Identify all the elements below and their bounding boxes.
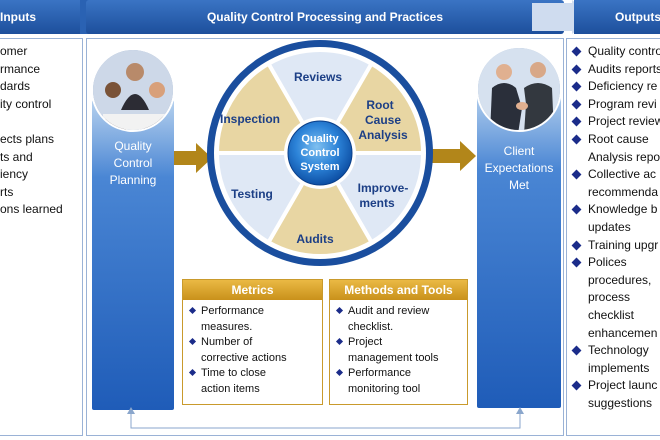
- output-item: Quality contro: [570, 43, 660, 61]
- input-item: iency: [0, 167, 29, 182]
- output-item-cont: implements: [588, 360, 650, 375]
- quality-control-planning-bar: Quality Control Planning: [92, 100, 174, 410]
- output-item: Knowledge b: [570, 201, 660, 219]
- output-item-cont: recommenda: [588, 184, 659, 199]
- output-item: Program revi: [570, 96, 660, 114]
- method-item: Project: [336, 335, 439, 351]
- metric-item-cont: measures.: [201, 320, 253, 333]
- output-item: Deficiency re: [570, 78, 660, 96]
- input-item: dards: [0, 79, 31, 94]
- outputs-header: [574, 0, 660, 34]
- output-item-cont: suggestions: [588, 395, 653, 410]
- input-item: [0, 113, 63, 131]
- inputs-list: omer rmance dards ity control ects plans…: [0, 43, 63, 219]
- expectations-line: Expectations: [484, 161, 554, 175]
- input-item: ects plans: [0, 131, 55, 146]
- metrics-list: Performance measures. Number of correcti…: [189, 304, 287, 397]
- output-item-cont: procedures,: [588, 272, 652, 287]
- handshake-icon: [478, 48, 560, 130]
- inputs-header-label: Inputs: [0, 10, 36, 24]
- output-item-cont: Analysis repo: [588, 149, 660, 164]
- metrics-box: Metrics Performance measures. Number of …: [182, 279, 323, 405]
- hub-line: Control: [300, 147, 339, 159]
- outputs-header-label: Outputs: [615, 10, 660, 24]
- output-item: Audits reports: [570, 61, 660, 79]
- metric-item-cont: action items: [201, 382, 260, 395]
- output-item-cont: enhancemen: [588, 325, 658, 340]
- segment-rca-label: Analysis: [358, 128, 408, 142]
- planning-line: Control: [113, 156, 153, 170]
- method-item-cont: monitoring tool: [348, 382, 421, 395]
- input-item: ity control: [0, 96, 52, 111]
- metric-item-cont: corrective actions: [201, 351, 287, 364]
- client-expectations-bar: Client Expectations Met: [477, 90, 561, 408]
- methods-title: Methods and Tools: [330, 280, 467, 300]
- segment-reviews-label: Reviews: [294, 70, 342, 84]
- arrow-right-icon: [174, 143, 212, 173]
- center-panel: [86, 38, 564, 436]
- output-item: Collective ac: [570, 166, 660, 184]
- method-item-cont: checklist.: [348, 320, 394, 333]
- hub-line: Quality: [301, 133, 339, 145]
- segment-improvements-label: ments: [359, 196, 395, 210]
- outputs-list: Quality contro Audits reports Deficiency…: [570, 43, 660, 412]
- people-icon: [93, 50, 173, 130]
- team-meeting-photo: [91, 48, 175, 132]
- output-item: Training upgr: [570, 237, 660, 255]
- inputs-panel: [0, 38, 83, 436]
- output-item: Root cause: [570, 131, 660, 149]
- center-header-label: Quality Control Processing and Practices: [206, 10, 444, 24]
- metrics-title: Metrics: [183, 280, 322, 300]
- metric-item: Time to close: [189, 366, 287, 382]
- feedback-loop-arrow: [127, 407, 524, 429]
- hub: [287, 120, 353, 186]
- method-item-cont: management tools: [348, 351, 439, 364]
- outputs-panel: [566, 38, 660, 436]
- planning-line: Planning: [109, 173, 157, 187]
- hub-line: System: [300, 161, 339, 173]
- input-item: omer: [0, 44, 28, 58]
- segment-testing-label: Testing: [231, 187, 273, 201]
- inputs-header: [0, 0, 80, 34]
- segment-inspection-label: Inspection: [220, 112, 280, 126]
- output-item: Polices: [570, 254, 660, 272]
- segment-improvements-label: Improve-: [358, 181, 409, 195]
- output-item: Project review: [570, 113, 660, 131]
- output-item: Project launc: [570, 377, 660, 395]
- output-item-cont: process: [588, 290, 631, 305]
- planning-line: Quality: [114, 139, 152, 153]
- input-item: ts and: [0, 149, 33, 164]
- metric-item: Performance: [189, 304, 287, 320]
- method-item: Audit and review: [336, 304, 439, 320]
- expectations-label: Client Expectations Met: [477, 143, 561, 194]
- wheel-segment-audits: [265, 148, 375, 258]
- metric-item: Number of: [189, 335, 287, 351]
- input-item: rts: [0, 184, 14, 199]
- wheel-segment-reviews: [265, 48, 375, 157]
- methods-list: Audit and review checklist. Project mana…: [336, 304, 439, 397]
- output-item: Technology: [570, 342, 660, 360]
- methods-box: Methods and Tools Audit and review check…: [329, 279, 468, 405]
- expectations-line: Client: [503, 144, 535, 158]
- arrow-right-icon: [432, 141, 476, 171]
- quality-wheel: Quality Control System Reviews Root Caus…: [207, 40, 433, 266]
- segment-audits-label: Audits: [296, 232, 334, 246]
- expectations-line: Met: [508, 178, 529, 192]
- planning-label: Quality Control Planning: [92, 138, 174, 189]
- segment-rca-label: Cause: [365, 113, 401, 127]
- output-item-cont: checklist: [588, 307, 635, 322]
- input-item: rmance: [0, 61, 41, 76]
- center-header: [86, 0, 564, 34]
- output-item-cont: updates: [588, 219, 631, 234]
- input-item: ons learned: [0, 202, 63, 217]
- segment-rca-label: Root: [366, 98, 393, 112]
- handshake-photo: [476, 46, 562, 132]
- method-item: Performance: [336, 366, 439, 382]
